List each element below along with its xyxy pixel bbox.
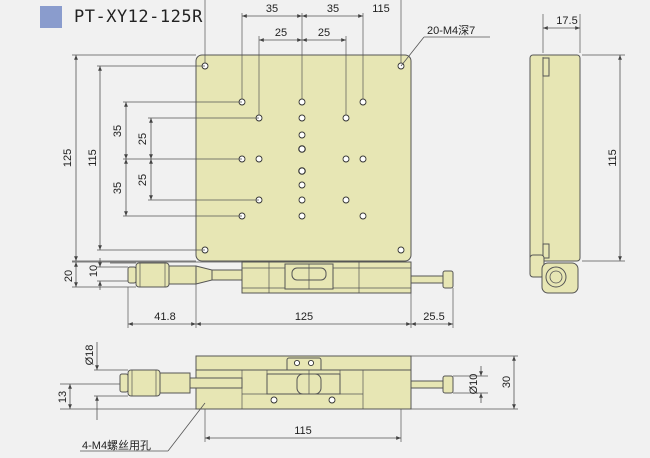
dim-35: 35 (327, 3, 339, 15)
side-view: 17.5 115 (529, 14, 625, 294)
dim-25: 25 (275, 27, 287, 39)
dim-115: 115 (372, 3, 390, 15)
dim-125: 125 (62, 149, 74, 167)
micrometer-sleeve (211, 269, 243, 281)
dim-20: 20 (63, 270, 75, 282)
dim-115: 115 (87, 149, 99, 167)
dim-41-8: 41.8 (154, 311, 175, 323)
dim-25-5: 25.5 (423, 311, 444, 323)
dim-17-5: 17.5 (556, 15, 577, 27)
side-slot (542, 57, 550, 77)
side-plate (529, 54, 581, 262)
bottom-micrometer-thimble (127, 369, 161, 397)
front-view: 20 10 41.8 125 25.5 (63, 258, 454, 328)
dim-35: 35 (112, 182, 124, 194)
micrometer-thimble (135, 262, 170, 288)
top-plate (195, 54, 412, 262)
dim-35: 35 (112, 125, 124, 137)
dim-10: 10 (88, 265, 100, 277)
side-knob (545, 266, 567, 288)
hole-callout: 20-M4深7 (427, 24, 475, 37)
bottom-lock-screw (442, 375, 454, 394)
dim-phi18: Ø18 (84, 345, 96, 366)
dim-25: 25 (137, 133, 149, 145)
bottom-micrometer-sleeve (189, 377, 243, 389)
mount-hole-callout: 4-M4螺丝用孔 (82, 439, 151, 452)
dim-35: 35 (266, 3, 278, 15)
model-title: PT-XY12-125R (74, 7, 203, 27)
lock-screw-shaft (410, 275, 446, 284)
bottom-view: Ø18 13 Ø10 30 115 4-M4螺丝用孔 (57, 342, 518, 452)
dim-25: 25 (137, 174, 149, 186)
lock-screw-head (442, 270, 454, 289)
dim-115: 115 (294, 425, 312, 437)
micrometer-barrel (168, 265, 197, 285)
corner-hole (397, 246, 405, 254)
dim-125: 125 (295, 311, 313, 323)
dim-30: 30 (501, 376, 513, 388)
dim-25: 25 (318, 27, 330, 39)
title-swatch (40, 6, 62, 28)
dim-13: 13 (57, 391, 69, 403)
side-slot (542, 243, 550, 259)
micrometer-tip (127, 266, 137, 284)
dim-phi10: Ø10 (468, 374, 480, 395)
title-bar: PT-XY12-125R (40, 6, 203, 28)
dim-115: 115 (607, 149, 619, 167)
top-view: 35 35 25 25 115 20-M4深7 125 115 35 35 25… (62, 0, 490, 262)
